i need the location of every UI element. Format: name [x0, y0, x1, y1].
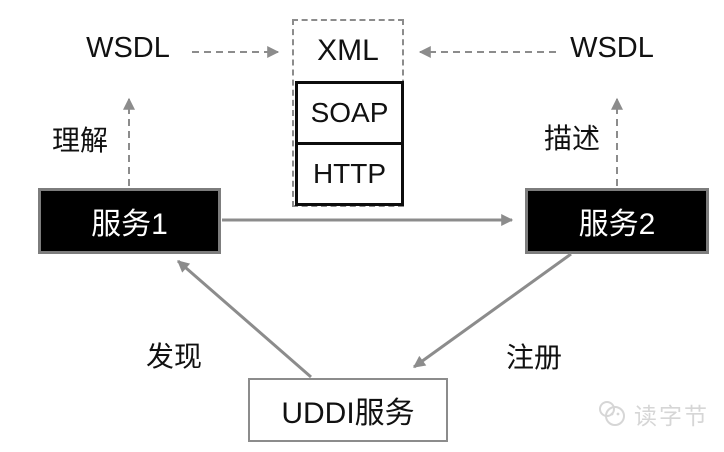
wsdl-left-label: WSDL	[86, 32, 170, 64]
service1-node: 服务1	[38, 188, 221, 254]
watermark-text: 读字节	[634, 403, 709, 429]
http-cell: HTTP	[298, 142, 401, 203]
discover-edge-label: 发现	[145, 341, 202, 372]
describe-edge-label: 描述	[543, 123, 600, 154]
uddi-service-node: UDDI服务	[248, 378, 448, 442]
xml-label: XML	[317, 34, 379, 67]
wsdl-right-label: WSDL	[570, 32, 654, 64]
service2-node: 服务2	[525, 188, 709, 254]
soap-cell: SOAP	[310, 97, 389, 128]
register-edge-label: 注册	[505, 342, 562, 373]
protocol-stack-box: SOAP HTTP	[295, 81, 404, 206]
watermark: 读字节	[596, 396, 718, 432]
watermark-logo-icon	[599, 401, 625, 426]
understand-edge-label: 理解	[51, 125, 108, 156]
